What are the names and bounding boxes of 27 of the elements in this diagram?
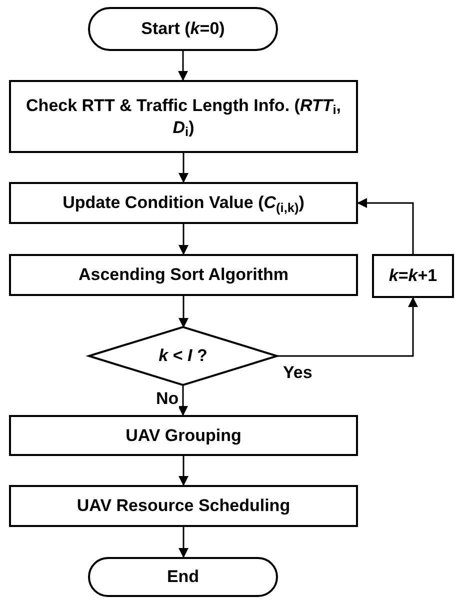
arrow: [277, 297, 418, 357]
node-text: k < I ?: [158, 345, 208, 367]
node-text: UAV Resource Scheduling: [76, 495, 290, 517]
node-text: Ascending Sort Algorithm: [78, 264, 288, 286]
process-box: [9, 182, 358, 224]
process-box: [372, 254, 454, 298]
node-text: k=k+1: [388, 265, 438, 287]
node-text: Start (k=0): [141, 18, 225, 40]
node-text: Update Condition Value (C$_{(i,k)}$): [62, 192, 304, 214]
arrow: [178, 385, 188, 416]
node-text: End: [166, 566, 200, 588]
arrow: [178, 456, 188, 486]
start-terminal: [88, 7, 278, 51]
decision-diamond: [86, 326, 280, 386]
process-box: [9, 254, 358, 296]
process-box: [9, 80, 358, 153]
arrow: [178, 527, 188, 558]
process-box: [9, 415, 358, 456]
arrow: [357, 198, 414, 254]
end-terminal: [88, 557, 278, 597]
node-text: Check RTT & Traffic Length Info. (RTT$_{i}$, D$_{i}$): [25, 95, 342, 138]
process-box: [9, 485, 358, 527]
arrow: [178, 51, 188, 81]
arrow: [178, 224, 188, 255]
node-text: UAV Grouping: [126, 424, 242, 446]
arrow: [178, 296, 188, 328]
arrow: [178, 153, 188, 183]
